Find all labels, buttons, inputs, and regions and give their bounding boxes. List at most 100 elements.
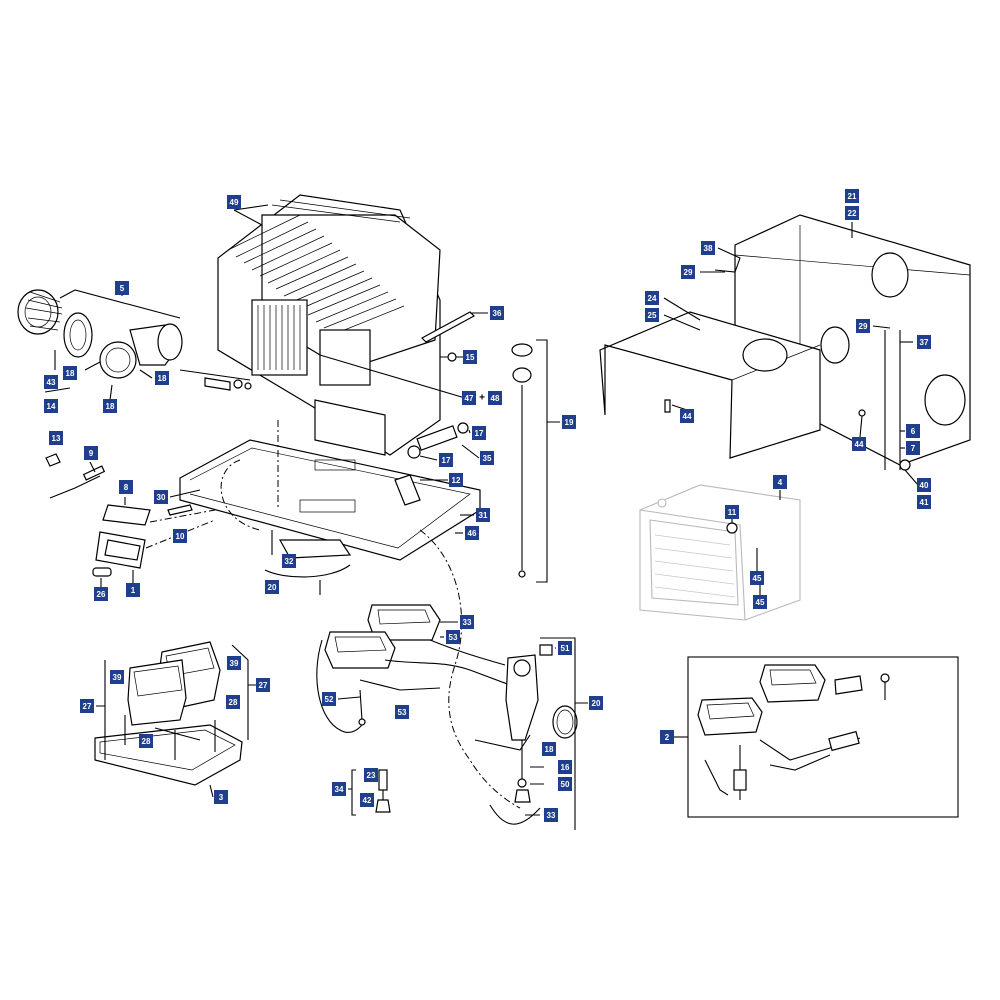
callout-number: 29 xyxy=(684,268,693,277)
thermocouple-rod xyxy=(511,339,560,583)
callout-box xyxy=(322,692,336,706)
callout-box xyxy=(446,630,460,644)
callout-box xyxy=(906,441,920,455)
callout-number: 18 xyxy=(106,402,115,411)
callout-c27b: 27 xyxy=(256,678,270,692)
callout-c36: 36 xyxy=(490,306,504,320)
clip-and-igniter-lead xyxy=(45,453,106,499)
callout-box xyxy=(395,705,409,719)
callout-box xyxy=(701,241,715,255)
callout-box xyxy=(265,580,279,594)
callout-c44a: 44 xyxy=(680,409,694,423)
heat-shield xyxy=(599,297,821,459)
callout-c16: 16 xyxy=(558,760,572,774)
callout-number: 6 xyxy=(911,427,916,436)
callout-box xyxy=(558,760,572,774)
callout-c17a: 17 xyxy=(472,426,486,440)
flue-pipe-assembly xyxy=(17,289,183,401)
callout-box xyxy=(589,696,603,710)
callout-box xyxy=(256,678,270,692)
callout-number: 15 xyxy=(466,353,475,362)
callout-c45a: 45 xyxy=(750,571,764,585)
callout-number: 47 xyxy=(465,394,474,403)
callout-number: 5 xyxy=(120,284,125,293)
callout-box xyxy=(103,399,117,413)
callout-number: 49 xyxy=(230,198,239,207)
callout-box xyxy=(332,782,346,796)
callout-box xyxy=(544,808,558,822)
routing-line xyxy=(419,529,521,809)
callout-c5: 5 xyxy=(115,281,129,295)
callout-number: 14 xyxy=(47,402,56,411)
callout-c27a: 27 xyxy=(80,699,94,713)
callout-box xyxy=(63,366,77,380)
callout-number: 40 xyxy=(920,481,929,490)
callout-box xyxy=(115,281,129,295)
callout-number: 10 xyxy=(176,532,185,541)
callout-number: 33 xyxy=(463,618,472,627)
callout-box xyxy=(463,350,477,364)
callout-c26: 26 xyxy=(94,587,108,601)
callout-number: 12 xyxy=(452,476,461,485)
callout-box xyxy=(360,793,374,807)
callout-c9: 9 xyxy=(84,446,98,460)
callout-box xyxy=(462,391,476,405)
callout-c20b: 20 xyxy=(589,696,603,710)
callout-box xyxy=(856,319,870,333)
callout-number: 17 xyxy=(475,429,484,438)
callout-number: 53 xyxy=(398,708,407,717)
callout-number: 27 xyxy=(83,702,92,711)
callout-c44b: 44 xyxy=(852,437,866,451)
callout-box xyxy=(155,371,169,385)
callout-c7: 7 xyxy=(906,441,920,455)
callout-c28a: 28 xyxy=(226,695,240,709)
callout-box xyxy=(852,437,866,451)
callout-number: 17 xyxy=(442,456,451,465)
callout-c33a: 33 xyxy=(460,615,474,629)
callout-box xyxy=(542,742,556,756)
callout-number: 20 xyxy=(592,699,601,708)
callout-number: 4 xyxy=(778,478,783,487)
callout-box xyxy=(490,306,504,320)
callout-c28b: 28 xyxy=(139,734,153,748)
callout-c35: 35 xyxy=(480,451,494,465)
callout-c13: 13 xyxy=(49,431,63,445)
callout-number: 3 xyxy=(219,793,224,802)
nut xyxy=(447,352,457,362)
callout-number: 39 xyxy=(230,659,239,668)
callout-c2: 2 xyxy=(660,730,674,744)
callout-box xyxy=(460,615,474,629)
callout-box xyxy=(476,508,490,522)
callout-box xyxy=(119,480,133,494)
callout-box xyxy=(645,291,659,305)
callout-box xyxy=(480,451,494,465)
callout-box xyxy=(753,595,767,609)
callout-number: 36 xyxy=(493,309,502,318)
casing-hardware xyxy=(671,247,919,486)
callout-number: 22 xyxy=(848,209,857,218)
callout-number: 44 xyxy=(855,440,864,449)
callout-box xyxy=(282,554,296,568)
callout-box xyxy=(558,641,572,655)
callout-number: 23 xyxy=(367,771,376,780)
callout-box xyxy=(845,206,859,220)
callout-box xyxy=(364,768,378,782)
callout-box xyxy=(44,399,58,413)
callout-c32: 32 xyxy=(282,554,296,568)
callout-number: 50 xyxy=(561,780,570,789)
callout-box xyxy=(680,409,694,423)
callout-number: 44 xyxy=(683,412,692,421)
callout-number: 41 xyxy=(920,498,929,507)
callout-number: 52 xyxy=(325,695,334,704)
callout-number: 48 xyxy=(491,394,500,403)
callout-number: 16 xyxy=(561,763,570,772)
control-cover-parts xyxy=(92,497,216,587)
callout-box xyxy=(562,415,576,429)
callout-c39b: 39 xyxy=(227,656,241,670)
callout-number: 19 xyxy=(565,418,574,427)
callout-c53a: 53 xyxy=(446,630,460,644)
callout-c18b: 18 xyxy=(155,371,169,385)
callout-c42: 42 xyxy=(360,793,374,807)
callout-number: 26 xyxy=(97,590,106,599)
callout-c49: 49 xyxy=(227,195,241,209)
